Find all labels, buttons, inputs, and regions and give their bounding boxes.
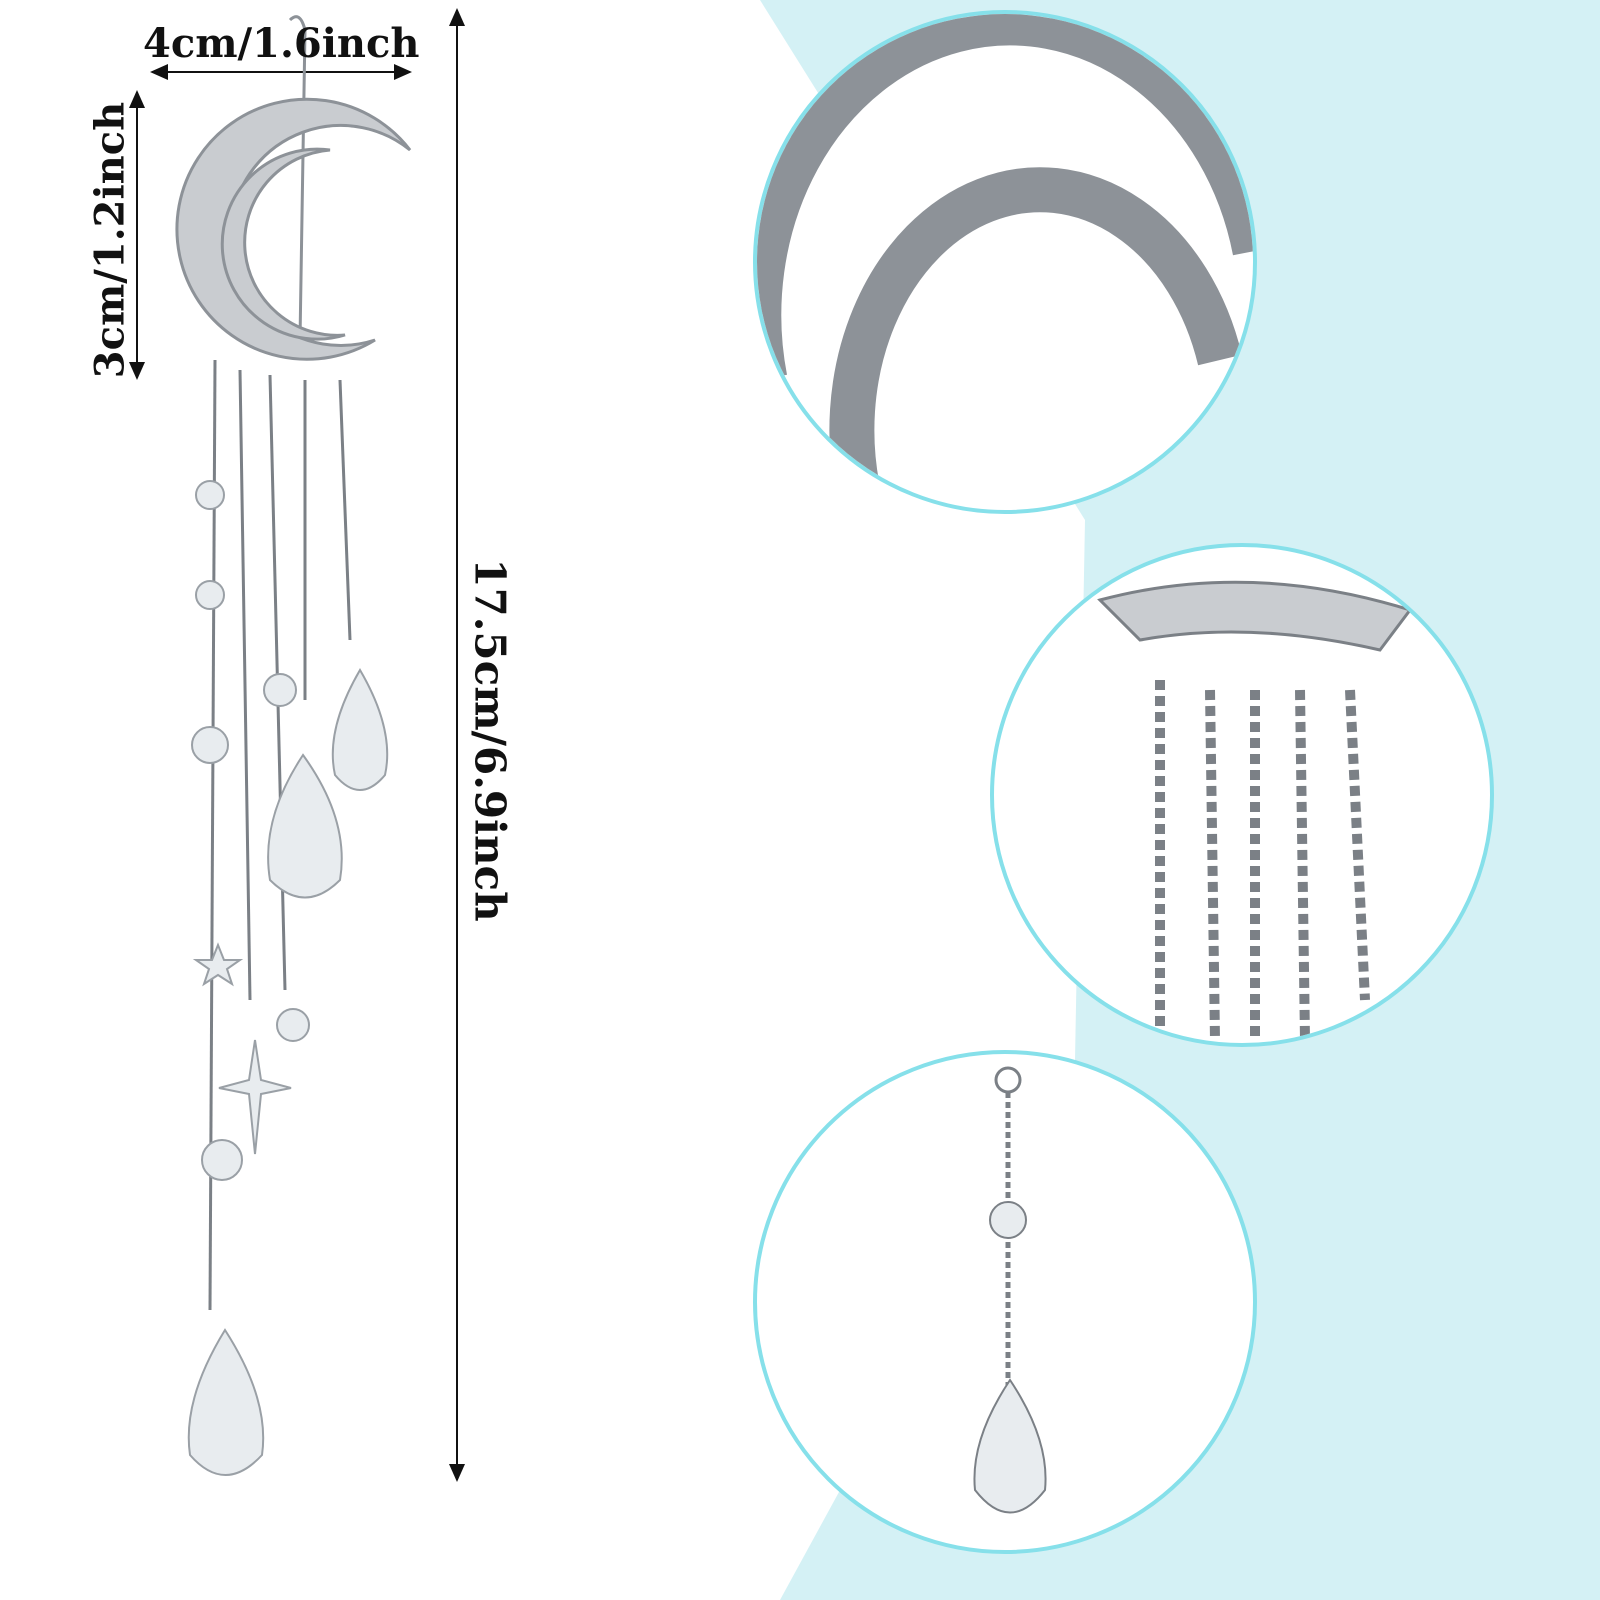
height-label: 3cm/1.2inch <box>86 101 134 379</box>
hair-clip <box>175 15 412 1476</box>
width-label: 4cm/1.6inch <box>143 20 420 67</box>
length-label: 17.5cm/6.9inch <box>465 558 515 922</box>
detail-circle-chains <box>990 543 1494 1047</box>
detail-circle-moon <box>753 10 1257 514</box>
detail-circle-drop <box>753 1050 1257 1554</box>
